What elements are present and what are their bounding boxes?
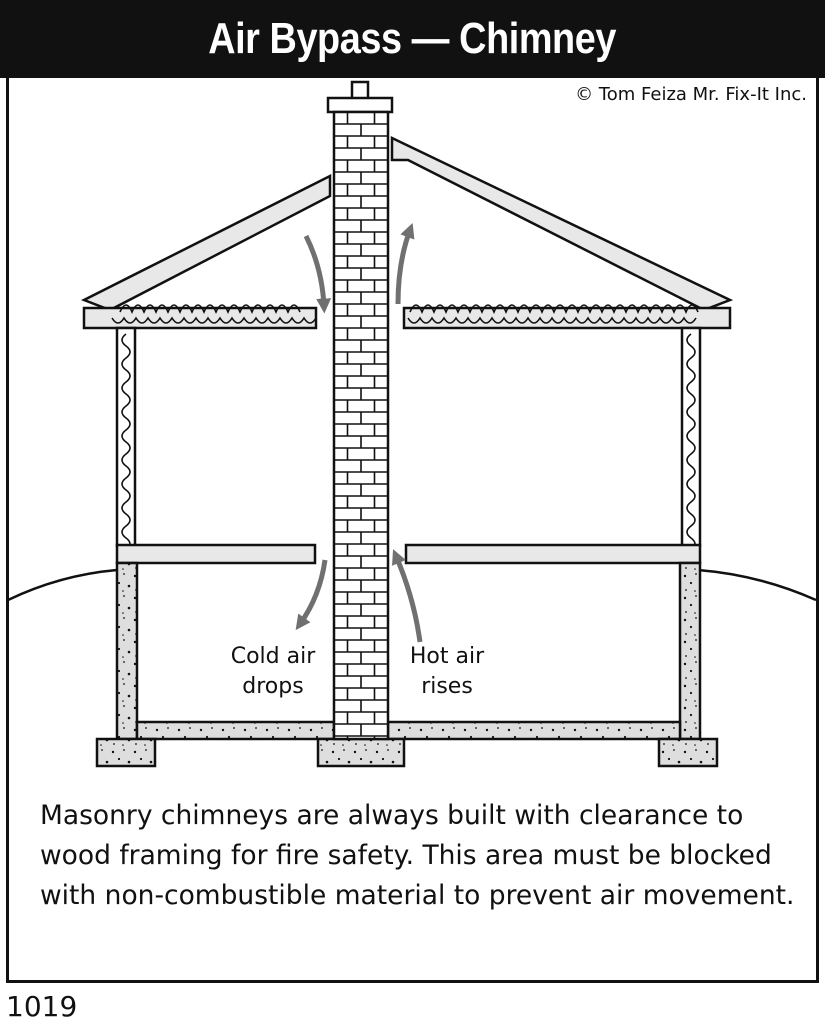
hot-air-label-line2: rises <box>421 674 473 699</box>
cold-air-label-line1: Cold air <box>230 644 316 669</box>
copyright-credit: © Tom Feiza Mr. Fix-It Inc. <box>575 84 807 105</box>
caption-text: Masonry chimneys are always built with c… <box>40 800 795 911</box>
hot-air-arrow-attic <box>395 222 415 305</box>
page-title: Air Bypass — Chimney <box>208 14 617 63</box>
cold-air-arrow-basement <box>295 559 328 631</box>
floor-joist-right <box>404 543 702 565</box>
footing-left <box>95 737 157 768</box>
hot-air-label-line1: Hot air <box>409 644 485 669</box>
grade-line-left <box>7 568 118 602</box>
wall-insulation-left <box>121 333 131 551</box>
footing-right <box>657 737 719 768</box>
ceiling-joist-left <box>82 306 318 330</box>
title-bar: Air Bypass — Chimney <box>0 0 825 78</box>
attic-insulation-left <box>111 304 317 324</box>
foundation-wall-left <box>115 561 139 741</box>
hot-air-arrow-basement <box>392 549 423 643</box>
grade-line-right <box>697 568 817 602</box>
foundation-wall-right <box>678 561 702 741</box>
roof-left-rafter <box>80 173 332 312</box>
cold-air-arrow-attic <box>303 234 332 314</box>
cold-air-label-line2: drops <box>242 674 304 699</box>
footing-center <box>316 737 406 768</box>
roof <box>80 136 734 330</box>
masonry-chimney <box>332 110 390 741</box>
figure-number: 1019 <box>6 990 78 1023</box>
attic-insulation-right <box>407 304 699 324</box>
chimney-crown <box>326 96 394 114</box>
floor-joist-left <box>115 543 317 565</box>
wall-insulation-right <box>686 333 696 551</box>
basement-slab-left <box>135 720 336 741</box>
roof-right-rafter <box>390 136 734 312</box>
basement-slab-right <box>386 720 682 741</box>
hot-air-label: Hot air rises <box>388 642 506 702</box>
illustration-frame <box>6 76 819 983</box>
cold-air-label: Cold air drops <box>210 642 336 702</box>
